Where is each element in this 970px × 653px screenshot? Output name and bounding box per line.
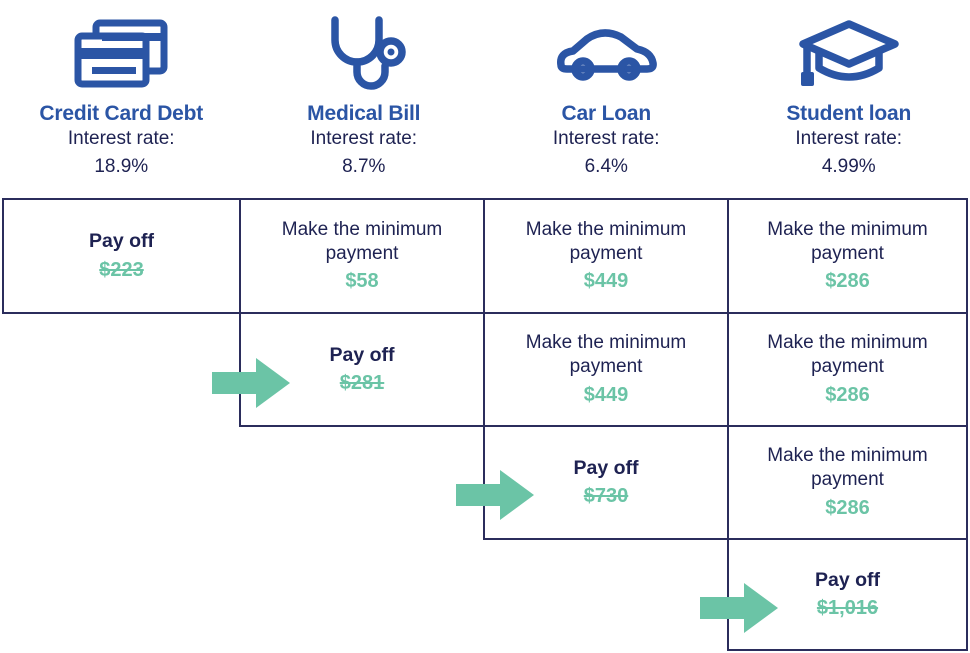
table-cell-minimum: Make the minimum payment $286 xyxy=(727,198,968,314)
cell-action-label: Make the minimum payment xyxy=(525,218,687,264)
table-cell-minimum: Make the minimum payment $58 xyxy=(239,198,485,314)
cell-amount: $286 xyxy=(825,496,870,519)
cell-amount: $1,016 xyxy=(816,597,879,620)
debt-name: Student loan xyxy=(786,102,912,125)
debt-header-medical-bill: Medical Bill Interest rate: 8.7% xyxy=(243,0,486,198)
graduation-cap-icon xyxy=(797,0,901,101)
table-cell-minimum: Make the minimum payment $449 xyxy=(483,198,729,314)
cell-amount: $286 xyxy=(825,270,870,293)
cell-action-label: Make the minimum payment xyxy=(767,218,928,264)
debt-header-student-loan: Student loan Interest rate: 4.99% xyxy=(728,0,970,198)
table-cell-payoff: Pay off $281 xyxy=(239,312,485,427)
cell-action-label: Pay off xyxy=(814,568,880,591)
cell-action-label: Pay off xyxy=(329,343,395,366)
cell-action-label: Make the minimum payment xyxy=(525,332,687,377)
cell-amount: $58 xyxy=(345,270,379,293)
debt-name: Medical Bill xyxy=(307,102,421,125)
table-cell-payoff: Pay off $223 xyxy=(2,198,241,314)
debt-interest-rate: 18.9% xyxy=(94,156,149,178)
car-icon xyxy=(553,0,659,101)
debt-interest-label: Interest rate: xyxy=(795,128,903,150)
cell-action-label: Pay off xyxy=(88,230,154,253)
table-cell-minimum: Make the minimum payment $449 xyxy=(483,312,729,427)
cell-action-label: Make the minimum payment xyxy=(281,218,443,264)
arrow-to-student-payoff xyxy=(700,583,778,633)
table-cell-payoff: Pay off $730 xyxy=(483,425,729,540)
credit-card-icon xyxy=(72,0,170,101)
cell-amount: $730 xyxy=(583,485,629,508)
cell-amount: $449 xyxy=(583,270,629,293)
cell-amount: $286 xyxy=(825,383,870,406)
arrow-to-medical-payoff xyxy=(212,358,290,408)
arrow-to-car-payoff xyxy=(456,470,534,520)
debt-interest-label: Interest rate: xyxy=(67,128,175,150)
table-cell-payoff: Pay off $1,016 xyxy=(727,538,968,651)
cell-amount: $281 xyxy=(339,372,385,395)
debt-header-row: Credit Card Debt Interest rate: 18.9% Me… xyxy=(0,0,970,198)
cell-action-label: Pay off xyxy=(573,456,639,479)
cell-amount: $223 xyxy=(99,258,144,281)
stethoscope-icon xyxy=(317,0,411,101)
debt-header-credit-card: Credit Card Debt Interest rate: 18.9% xyxy=(0,0,243,198)
cell-amount: $449 xyxy=(583,383,629,406)
table-cell-minimum: Make the minimum payment $286 xyxy=(727,312,968,427)
cell-action-label: Make the minimum payment xyxy=(767,445,928,490)
debt-interest-rate: 6.4% xyxy=(584,156,628,178)
debt-name: Credit Card Debt xyxy=(39,102,204,125)
debt-interest-rate: 8.7% xyxy=(342,156,386,178)
table-cell-minimum: Make the minimum payment $286 xyxy=(727,425,968,540)
cell-action-label: Make the minimum payment xyxy=(767,332,928,377)
debt-interest-rate: 4.99% xyxy=(821,156,876,178)
debt-name: Car Loan xyxy=(561,102,652,125)
debt-interest-label: Interest rate: xyxy=(552,128,660,150)
debt-header-car-loan: Car Loan Interest rate: 6.4% xyxy=(485,0,728,198)
debt-interest-label: Interest rate: xyxy=(310,128,418,150)
